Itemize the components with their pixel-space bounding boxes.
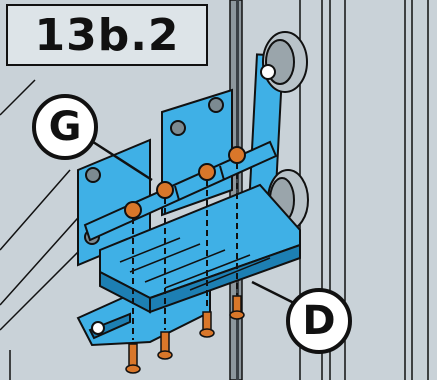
callout-g: G — [32, 94, 98, 160]
step-number: 13b.2 — [34, 10, 179, 61]
step-number-box: 13b.2 — [6, 4, 208, 66]
callout-d: D — [286, 288, 352, 354]
callout-d-label: D — [302, 298, 335, 344]
callout-g-label: G — [49, 104, 82, 150]
